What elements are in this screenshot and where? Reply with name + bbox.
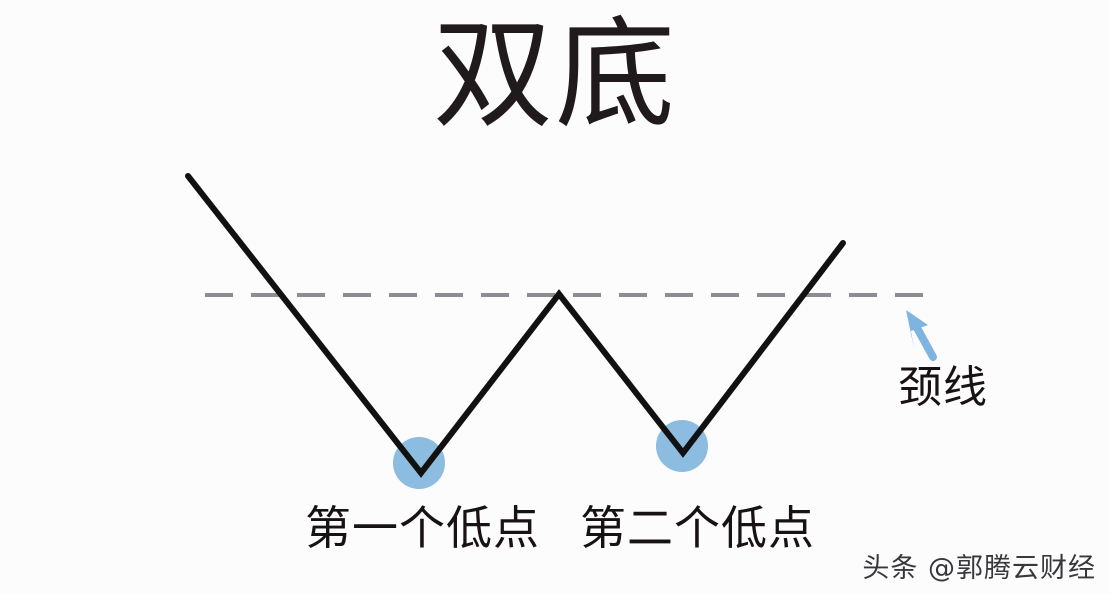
page-title: 双底 (433, 6, 677, 145)
second-low-label: 第二个低点 (580, 501, 815, 555)
neckline-label: 颈线 (898, 362, 988, 413)
first-low-label: 第一个低点 (305, 501, 540, 555)
price-line (185, 173, 846, 478)
neckline-arrow-icon (906, 310, 937, 361)
watermark: 头条 @郭腾云财经 (862, 553, 1096, 584)
